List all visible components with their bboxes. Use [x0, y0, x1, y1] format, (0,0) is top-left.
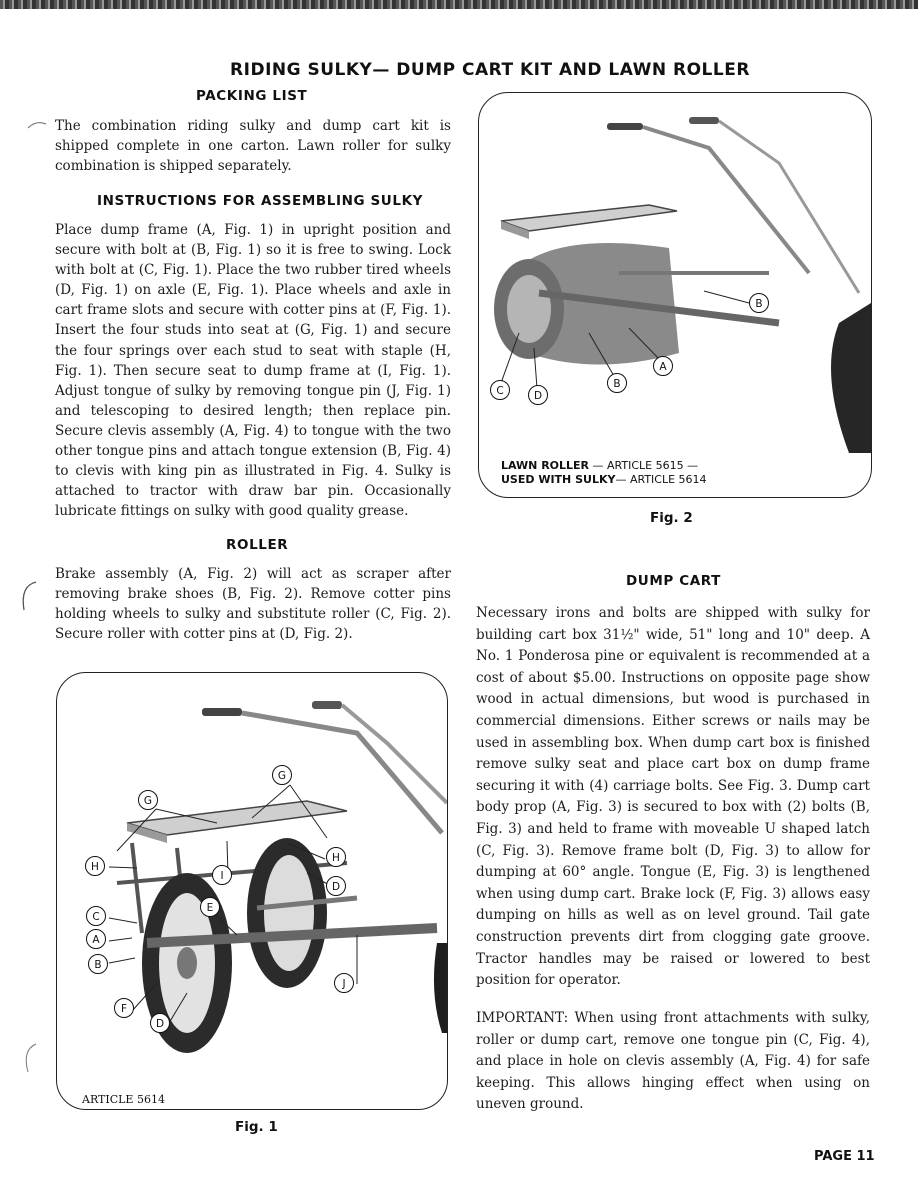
page-title: RIDING SULKY— DUMP CART KIT AND LAWN ROL… [230, 60, 750, 80]
dump-cart-heading: DUMP CART [626, 573, 721, 589]
margin-scan-mark [25, 1043, 37, 1073]
fig2-caption-line2-rest: — ARTICLE 5614 [615, 473, 707, 486]
callout-h: H [326, 847, 346, 867]
callout-b: B [88, 954, 108, 974]
callout-c: C [490, 380, 510, 400]
callout-g: G [138, 790, 158, 810]
lawn-roller-illustration [494, 117, 871, 453]
callout-b: B [749, 293, 769, 313]
roller-text: Brake assembly (A, Fig. 2) will act as s… [55, 566, 451, 643]
dump-cart-text: Necessary irons and bolts are shipped wi… [476, 605, 870, 989]
margin-scan-mark [27, 122, 47, 129]
callout-g: G [272, 765, 292, 785]
margin-scan-mark [22, 581, 37, 611]
instructions-heading: INSTRUCTIONS FOR ASSEMBLING SULKY [97, 193, 424, 209]
fig2-caption-line1-rest: — ARTICLE 5615 — [589, 459, 699, 472]
figure-1-caption: Fig. 1 [235, 1119, 278, 1135]
callout-e: E [200, 897, 220, 917]
important-note: IMPORTANT: When using front attachments … [476, 1010, 870, 1113]
figure-1-article: ARTICLE 5614 [82, 1093, 165, 1106]
instructions-text: Place dump frame (A, Fig. 1) in upright … [55, 222, 451, 520]
callout-j: J [334, 973, 354, 993]
figure-2-caption: Fig. 2 [650, 510, 693, 526]
figure-1-frame [56, 672, 448, 1110]
sulky-illustration [108, 701, 447, 1053]
callout-i: I [212, 865, 232, 885]
page-number: PAGE 11 [814, 1149, 875, 1164]
figure-2-article-text: LAWN ROLLER — ARTICLE 5615 — USED WITH S… [501, 459, 707, 487]
packing-list-heading: PACKING LIST [196, 88, 308, 104]
packing-list-text: The combination riding sulky and dump ca… [55, 118, 451, 175]
figure-2-frame [478, 92, 872, 498]
top-scan-border [0, 0, 918, 9]
fig2-caption-line2-bold: USED WITH SULKY [501, 473, 616, 486]
callout-a: A [86, 929, 106, 949]
callout-d: D [326, 876, 346, 896]
callout-d: D [528, 385, 548, 405]
fig2-caption-line1-bold: LAWN ROLLER [501, 459, 590, 472]
callout-a: A [653, 356, 673, 376]
callout-c: C [86, 906, 106, 926]
callout-d: D [150, 1013, 170, 1033]
callout-h: H [85, 856, 105, 876]
callout-b: B [607, 373, 627, 393]
callout-f: F [114, 998, 134, 1018]
roller-heading: ROLLER [226, 537, 289, 553]
